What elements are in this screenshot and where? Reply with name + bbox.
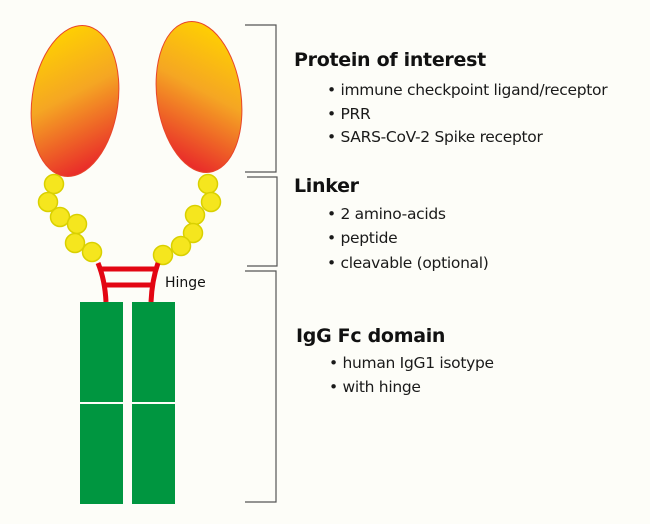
bullet: peptide [327,229,397,247]
hinge-disulfide [95,262,161,303]
bullet: SARS-CoV-2 Spike receptor [327,128,542,146]
linker-beads [37,173,222,266]
bullet: immune checkpoint ligand/receptor [327,81,607,99]
bullet: human IgG1 isotype [329,354,494,372]
protein-domain-right [155,21,243,173]
protein-of-interest-title: Protein of interest [294,49,486,71]
linker-title: Linker [294,175,359,197]
bullet: PRR [327,105,370,123]
brackets [245,24,278,503]
fc-domain [80,302,175,504]
bullet: cleavable (optional) [327,254,488,272]
protein-domain-left [30,25,120,177]
bullet: with hinge [329,378,420,396]
hinge-label: Hinge [165,275,206,291]
igg-fc-title: IgG Fc domain [296,325,446,347]
bullet: 2 amino-acids [327,205,446,223]
